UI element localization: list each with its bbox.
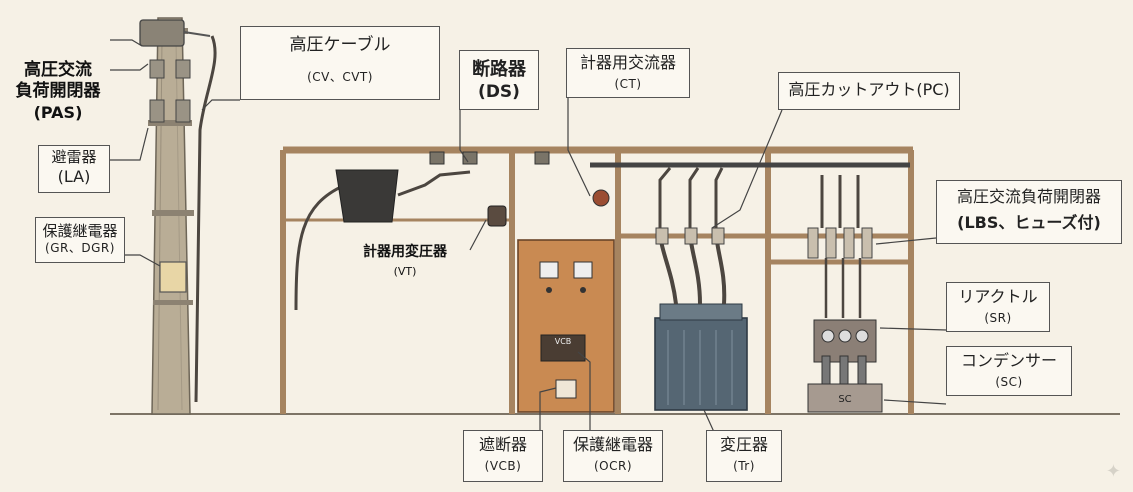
sc-plate-text: SC <box>838 394 851 405</box>
label-ocr: 保護継電器 (OCR) <box>563 430 663 482</box>
vcb-plate-text: VCB <box>555 337 572 346</box>
gr-box <box>159 261 187 293</box>
label-lbs: 高圧交流負荷開閉器 (LBS、ヒューズ付) <box>936 180 1122 244</box>
label-vcb-code: (VCB) <box>484 459 522 473</box>
label-sr: リアクトル (SR) <box>946 282 1050 332</box>
lbs-device <box>807 175 873 318</box>
label-ct-code: (CT) <box>614 77 642 91</box>
cable-head <box>335 169 399 223</box>
cubicle-cabinet <box>517 239 615 413</box>
label-ds-name: 断路器 <box>472 59 526 80</box>
steel-frame <box>280 146 914 414</box>
label-ds-code: (DS) <box>478 81 520 102</box>
label-tr-code: (Tr) <box>733 459 755 473</box>
label-sc-code: (SC) <box>995 375 1023 389</box>
label-vt-name: 計器用変圧器 <box>363 244 447 260</box>
cable-down-pole <box>194 35 217 403</box>
pas-device <box>139 19 211 47</box>
label-pas-code: (PAS) <box>33 102 83 122</box>
sr-sc-unit <box>807 319 883 413</box>
pc-device <box>655 167 725 245</box>
ct-device <box>592 189 610 207</box>
label-pc-name: 高圧カットアウト(PC) <box>788 80 950 99</box>
label-cable: 高圧ケーブル (CV、CVT) <box>240 26 440 100</box>
sparkle-icon: ✦ <box>1105 461 1121 482</box>
label-vcb-name: 遮断器 <box>478 435 527 454</box>
label-pas-name: 高圧交流 負荷開閉器 <box>15 60 101 102</box>
label-protect-gr-code: (GR、DGR) <box>45 240 115 255</box>
ds-device <box>397 151 550 197</box>
label-ct: 計器用交流器 (CT) <box>566 48 690 98</box>
label-sc-name: コンデンサー <box>960 351 1057 370</box>
label-tr: 変圧器 (Tr) <box>706 430 782 482</box>
label-ocr-code: (OCR) <box>593 459 633 473</box>
label-tr-name: 変圧器 <box>719 435 768 454</box>
label-ds: 断路器 (DS) <box>459 50 539 110</box>
label-protect-gr-name: 保護継電器 <box>42 222 118 240</box>
label-sc: コンデンサー (SC) <box>946 346 1072 396</box>
label-cable-code: (CV、CVT) <box>307 70 373 85</box>
label-vt: 計器用変圧器 (VT) <box>340 244 470 278</box>
leader-lines <box>110 39 947 433</box>
label-la-name: 避雷器 <box>51 148 97 166</box>
label-cable-name: 高圧ケーブル <box>289 35 391 55</box>
label-ct-name: 計器用交流器 <box>579 53 676 72</box>
label-lbs-code: (LBS、ヒューズ付) <box>957 213 1101 232</box>
label-vcb: 遮断器 (VCB) <box>463 430 543 482</box>
label-protect-gr: 保護継電器 (GR、DGR) <box>35 217 125 263</box>
label-sr-code: (SR) <box>984 311 1012 325</box>
label-pc: 高圧カットアウト(PC) <box>778 72 960 110</box>
label-vt-code: (VT) <box>393 264 417 278</box>
label-lbs-name: 高圧交流負荷開閉器 <box>956 187 1101 206</box>
la-device <box>149 59 191 123</box>
label-ocr-name: 保護継電器 <box>572 435 653 454</box>
label-sr-name: リアクトル <box>958 287 1038 306</box>
label-la-code: (LA) <box>57 166 91 186</box>
label-la: 避雷器 (LA) <box>38 145 110 193</box>
incoming-cable <box>294 183 346 311</box>
transformer <box>654 229 748 411</box>
vt-device <box>487 205 507 227</box>
label-pas: 高圧交流 負荷開閉器 (PAS) <box>6 60 110 123</box>
